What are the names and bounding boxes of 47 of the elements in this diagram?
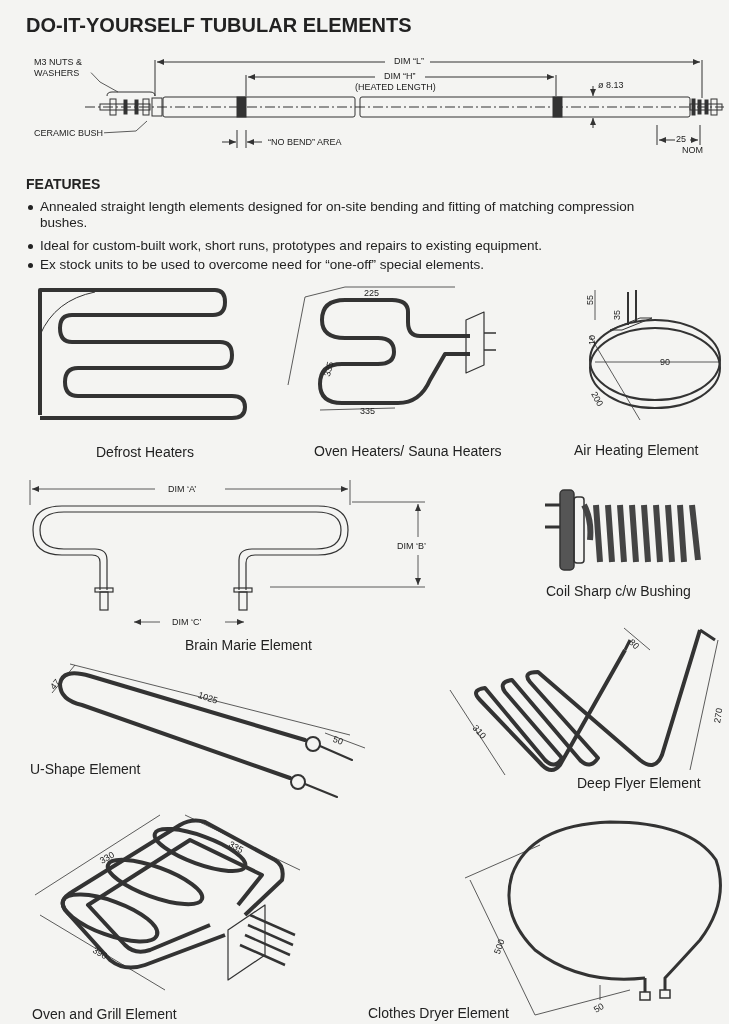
bullet-text: Ex stock units to be used to overcome need for “one-off” special elements. [40, 257, 485, 273]
dimension-label: (HEATED LENGTH) [355, 82, 436, 93]
callout-text: M3 NUTS & WASHERS [34, 57, 82, 78]
dimension-label: DIM ‘A’ [168, 484, 197, 495]
dimension-label: 310 [470, 723, 489, 742]
dimension-label: 25 [676, 134, 686, 145]
dimension-label: ø 8.13 [598, 80, 624, 91]
dimension-label: 500 [492, 937, 507, 956]
section-heading: FEATURES [26, 176, 101, 193]
product-caption: Air Heating Element [574, 442, 699, 459]
product-caption: Deep Flyer Element [577, 775, 701, 792]
dimension-label: 335 [360, 406, 376, 417]
product-caption: Coil Sharp c/w Bushing [546, 583, 691, 600]
dimension-label: “NO BEND” AREA [268, 137, 342, 148]
dimension-label: 270 [712, 707, 725, 724]
product-caption: Oven Heaters/ Sauna Heaters [314, 443, 502, 460]
dimension-label: 225 [364, 288, 380, 299]
dimension-label: DIM “H” [384, 71, 416, 82]
dimension-label: DIM ‘B’ [397, 541, 426, 552]
dimension-label: 47 [48, 677, 63, 692]
dimension-label: 330 [98, 849, 117, 866]
dimension-label: 10 [587, 335, 598, 345]
product-caption: Defrost Heaters [96, 444, 195, 461]
product-caption: Brain Marie Element [185, 637, 312, 654]
dimension-label: DIM ‘C’ [172, 617, 202, 628]
page-title: DO-IT-YOURSELF TUBULAR ELEMENTS [26, 14, 412, 37]
callout-text: CERAMIC BUSH [34, 128, 103, 138]
dimension-label: 390 [90, 945, 109, 962]
bullet-text: Annealed straight length elements designed for on-site bending and fitting of matching compression bushes. [40, 199, 636, 231]
dimension-label: 55 [585, 295, 596, 305]
dimension-label: 200 [588, 390, 606, 409]
dimension-label: NOM [682, 145, 703, 156]
dimension-label: 35 [612, 310, 623, 320]
dimension-label: 1025 [196, 690, 220, 707]
dimension-label: 90 [660, 357, 670, 368]
dimension-label: 80 [626, 637, 642, 652]
dimension-label: 50 [331, 734, 345, 748]
leader-line [90, 72, 119, 93]
product-caption: U-Shape Element [30, 761, 141, 778]
leader-line [103, 120, 148, 134]
dimension-label: 50 [592, 1001, 606, 1015]
dimension-label: DIM “L” [394, 56, 424, 67]
bullet-text: Ideal for custom-built work, short runs, prototypes and repairs to existing equipment. [40, 238, 543, 254]
dimension-label: 335 [226, 839, 245, 856]
product-caption: Clothes Dryer Element [368, 1005, 509, 1022]
product-caption: Oven and Grill Element [32, 1006, 177, 1023]
dimension-label: 335 [322, 360, 336, 378]
